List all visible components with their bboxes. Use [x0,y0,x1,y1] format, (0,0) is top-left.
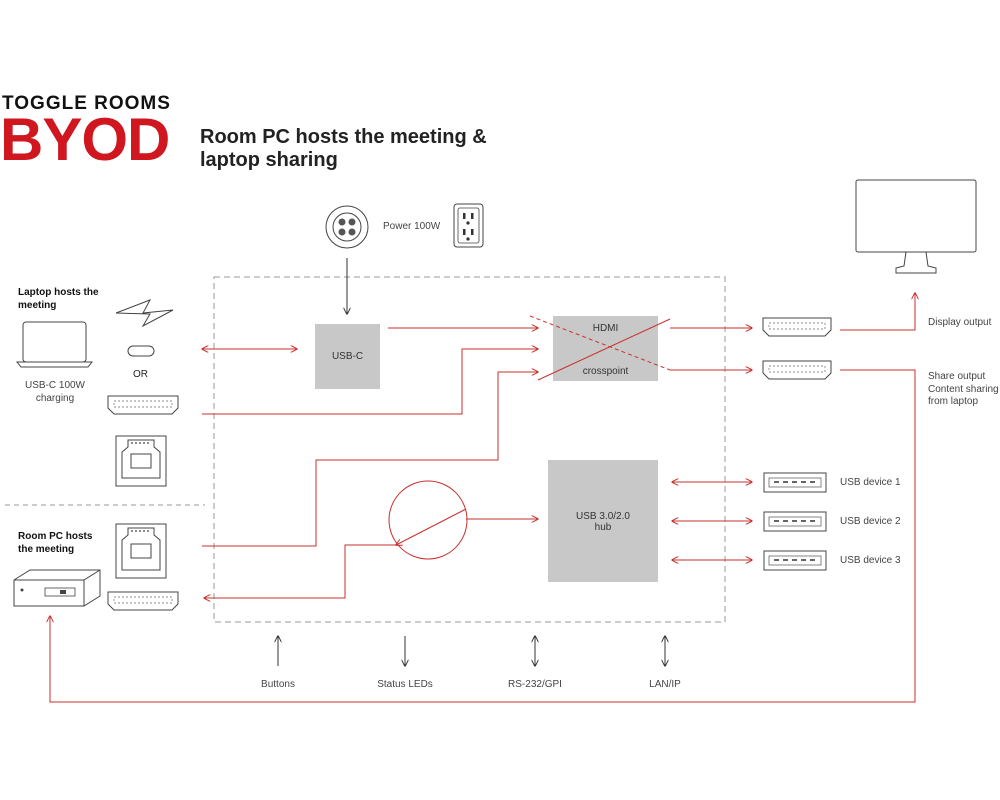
usb-device-1-label: USB device 1 [840,477,901,488]
usb-a-port-icon-3 [763,550,827,571]
usbc-box [315,324,380,389]
diagram-subtitle: Room PC hosts the meeting & laptop shari… [200,126,487,171]
roompc-heading: Room PC hosts the meeting [18,531,93,555]
hub-box-label: USB 3.0/2.0 hub [576,511,630,533]
usb-hub-box [548,460,658,582]
hdmi-port-icon-roompc [107,591,179,611]
monitor-icon [855,179,977,274]
room-pc-icon [13,569,101,607]
crosspoint-box-label: crosspoint [582,366,629,377]
brand-logo-text: BYOD [0,106,170,173]
usb-a-port-icon-1 [763,472,827,493]
device-enclosure [213,276,726,623]
rs232-gpi-label: RS-232/GPI [508,679,562,690]
share-output-label: Share output Content sharing from laptop [928,371,999,407]
or-label: OR [133,369,148,380]
power-connector-icon [325,205,369,249]
hdmi-box-label: HDMI [592,323,619,334]
usb-c-port-icon [127,345,155,357]
lan-ip-label: LAN/IP [649,679,681,690]
usb-device-2-label: USB device 2 [840,516,901,527]
lightning-icon [115,299,174,328]
laptop-caption: USB-C 100W charging [24,380,85,404]
brand-tagline: TOGGLE ROOMS [2,93,171,114]
hdmi-port-icon-laptop [107,395,179,415]
usbc-box-label: USB-C [331,351,364,362]
laptop-icon [15,321,94,368]
hdmi-port-icon-share [762,360,832,380]
power-outlet-icon [453,203,484,248]
status-leds-label: Status LEDs [377,679,433,690]
usb-b-port-icon-laptop [115,435,167,487]
laptop-heading: Laptop hosts the meeting [18,287,99,311]
display-output-label: Display output [928,317,992,328]
power-label: Power 100W [383,221,441,232]
usb-a-port-icon-2 [763,511,827,532]
buttons-label: Buttons [261,679,295,690]
hdmi-port-icon-display [762,317,832,337]
usb-b-port-icon-roompc [115,523,167,579]
usb-device-3-label: USB device 3 [840,555,901,566]
